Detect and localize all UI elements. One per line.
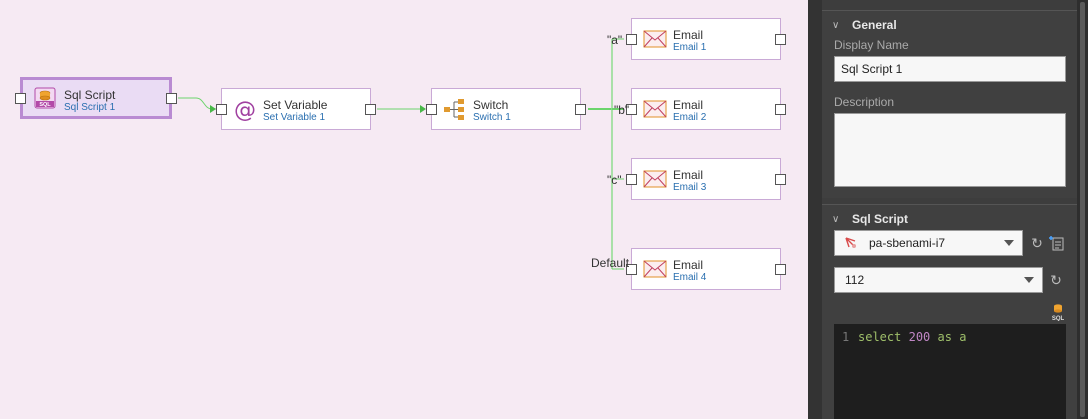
input-port[interactable] (626, 264, 637, 275)
output-port[interactable] (775, 264, 786, 275)
display-name-label: Display Name (834, 38, 909, 52)
svg-text:@: @ (234, 98, 256, 121)
sql-code-editor[interactable]: 1 select 200 as a (834, 324, 1066, 419)
switch-branch-icon (444, 99, 464, 120)
code-alias: a (959, 330, 967, 344)
code-line: select 200 as a (858, 330, 966, 344)
output-port[interactable] (775, 104, 786, 115)
input-port[interactable] (626, 104, 637, 115)
node-subtitle: Email 4 (673, 272, 707, 283)
wire-arrow-setvar (210, 105, 216, 113)
output-port[interactable] (775, 174, 786, 185)
node-subtitle: Email 1 (673, 42, 707, 53)
node-subtitle: Email 3 (673, 182, 707, 193)
timeout-value: 112 (845, 273, 865, 287)
display-name-value: Sql Script 1 (841, 62, 903, 76)
output-port[interactable] (575, 104, 586, 115)
chevron-down-icon (1024, 277, 1034, 283)
output-port[interactable] (775, 34, 786, 45)
input-port[interactable] (15, 93, 26, 104)
case-label-c: "c" (607, 173, 622, 187)
svg-text:SQL: SQL (1052, 316, 1065, 321)
code-number: 200 (908, 330, 931, 344)
chevron-down-icon (1004, 240, 1014, 246)
connection-dropdown[interactable]: pa-sbenami-i7 (834, 230, 1023, 256)
node-email-2[interactable]: Email Email 2 (626, 88, 786, 130)
general-section-header[interactable]: ∨ General (832, 15, 897, 35)
wire-arrow-switch (420, 105, 426, 113)
section-title: General (852, 18, 897, 32)
sql-script-section: ∨ Sql Script pa-sbenami-i7 ↻ 112 ↻ SQ (822, 204, 1077, 419)
node-title: Sql Script (64, 88, 116, 102)
display-name-field[interactable]: Sql Script 1 (834, 56, 1066, 82)
case-label-default: Default (591, 256, 630, 270)
refresh-icon[interactable]: ↻ (1050, 271, 1062, 288)
envelope-icon (643, 260, 667, 278)
node-subtitle: Switch 1 (473, 112, 511, 123)
panel-scrollbar[interactable] (1077, 0, 1088, 419)
node-switch[interactable]: Switch Switch 1 (426, 88, 586, 130)
input-port[interactable] (626, 34, 637, 45)
connection-value: pa-sbenami-i7 (869, 236, 946, 250)
connection-wires (178, 38, 624, 270)
add-connection-icon[interactable] (1048, 235, 1064, 251)
description-field[interactable] (834, 113, 1066, 187)
node-title: Email (673, 168, 704, 182)
node-set-variable[interactable]: @ Set Variable Set Variable 1 (216, 88, 376, 130)
input-port[interactable] (216, 104, 227, 115)
database-connection-icon (845, 237, 856, 248)
node-title: Set Variable (263, 98, 328, 112)
node-subtitle: Email 2 (673, 112, 707, 123)
workflow-canvas[interactable]: SQL Sql Script Sql Script 1 @ Set Variab… (0, 0, 808, 419)
chevron-down-icon: ∨ (832, 213, 840, 225)
node-email-1[interactable]: Email Email 1 (626, 18, 786, 60)
timeout-dropdown[interactable]: 112 (834, 267, 1043, 293)
case-label-b: "b" (614, 103, 630, 117)
envelope-icon (643, 170, 667, 188)
node-title: Email (673, 28, 704, 42)
code-keyword-as: as (937, 330, 952, 344)
at-sign-icon: @ (234, 98, 256, 121)
line-number: 1 (842, 330, 850, 344)
node-title: Email (673, 98, 704, 112)
scrollbar-thumb[interactable] (1080, 2, 1085, 417)
description-label: Description (834, 95, 895, 109)
node-email-3[interactable]: Email Email 3 (626, 158, 786, 200)
node-email-4[interactable]: Email Email 4 (626, 248, 786, 290)
chevron-down-icon: ∨ (832, 19, 840, 31)
panel-splitter[interactable] (808, 0, 822, 419)
node-title: Switch (473, 98, 509, 112)
svg-text:SQL: SQL (39, 102, 51, 108)
general-section: ∨ General Display Name Sql Script 1 Desc… (822, 10, 1077, 198)
node-title: Email (673, 258, 704, 272)
input-port[interactable] (626, 174, 637, 185)
sql-script-icon: SQL (34, 87, 56, 109)
code-keyword-select: select (858, 330, 902, 344)
section-title: Sql Script (852, 212, 909, 226)
sql-icon[interactable]: SQL (1051, 303, 1065, 321)
node-subtitle: Set Variable 1 (263, 112, 326, 123)
refresh-icon[interactable]: ↻ (1031, 234, 1043, 251)
node-subtitle: Sql Script 1 (64, 102, 116, 113)
envelope-icon (643, 30, 667, 48)
output-port[interactable] (166, 93, 177, 104)
input-port[interactable] (426, 104, 437, 115)
properties-panel: ∨ General Display Name Sql Script 1 Desc… (822, 0, 1077, 419)
case-label-a: "a" (607, 33, 623, 47)
sql-script-section-header[interactable]: ∨ Sql Script (832, 209, 908, 229)
node-sql-script[interactable]: SQL Sql Script Sql Script 1 (15, 77, 177, 119)
envelope-icon (643, 100, 667, 118)
output-port[interactable] (365, 104, 376, 115)
